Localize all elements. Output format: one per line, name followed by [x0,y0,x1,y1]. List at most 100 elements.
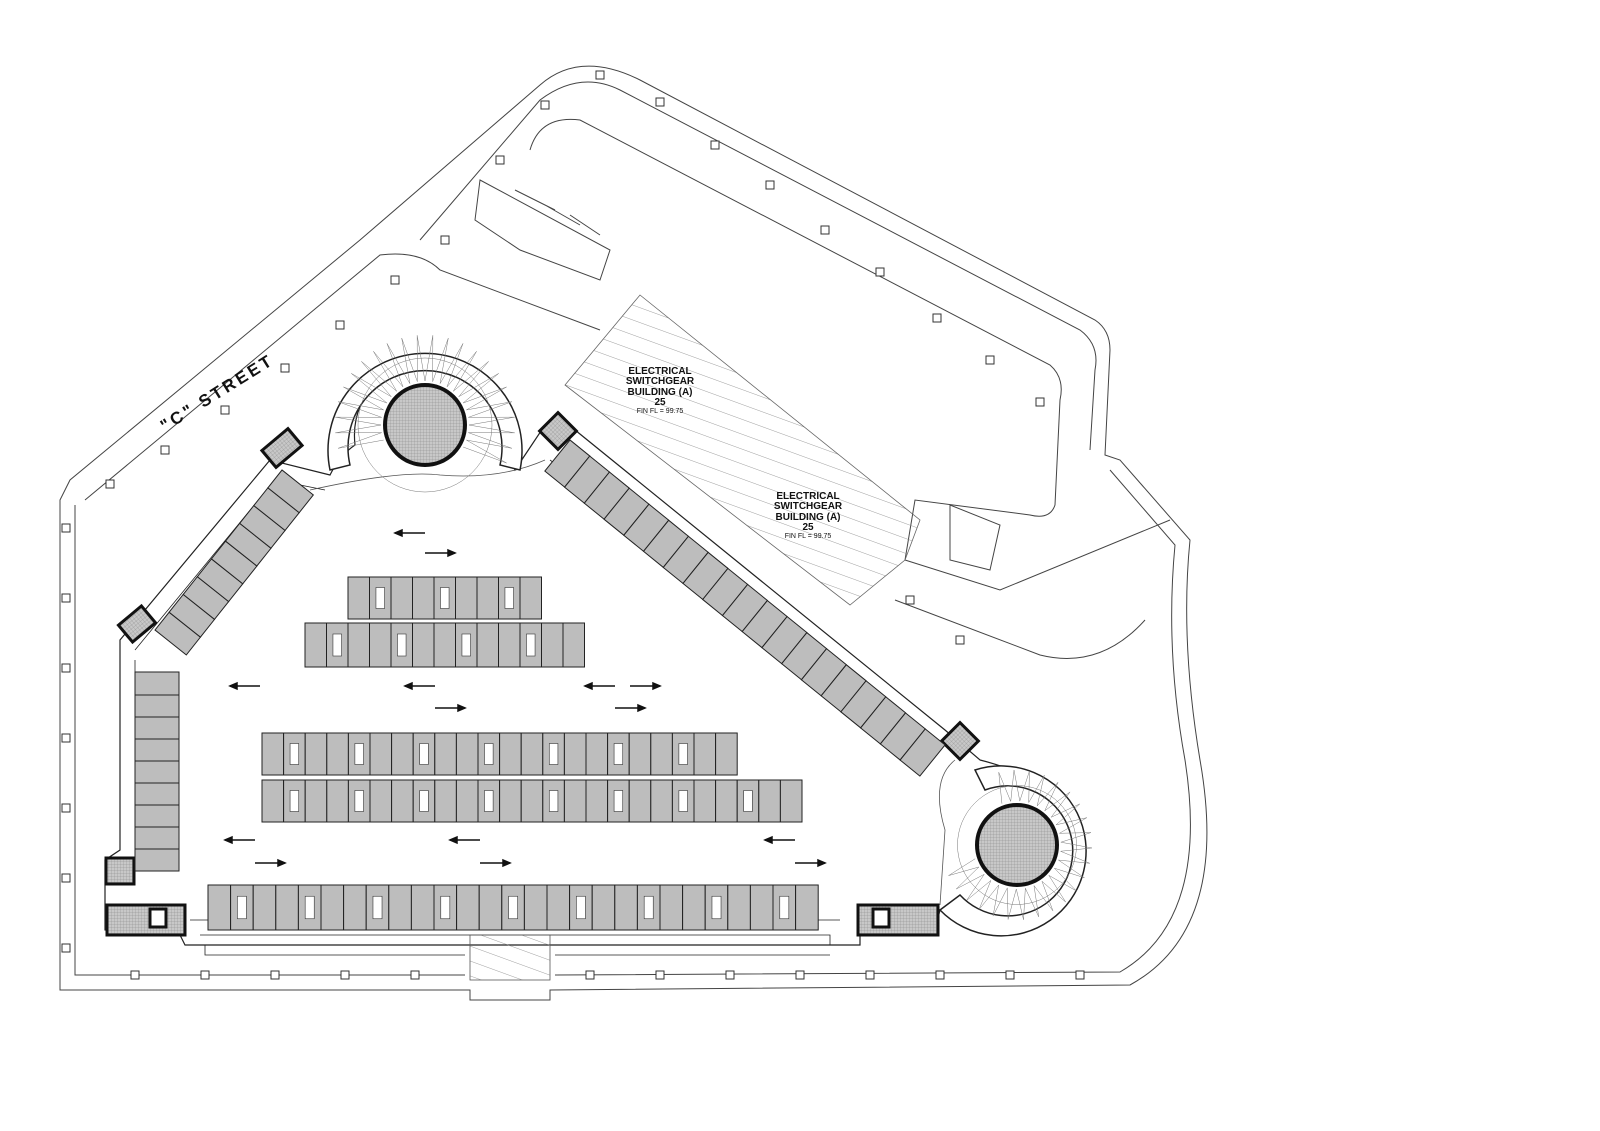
boundary-marker [280,363,290,373]
arrow-head-icon [637,703,647,713]
parking-stall [758,779,781,823]
car-icon [484,790,494,812]
parking-stall [749,884,774,931]
parking-stall [520,732,544,776]
boundary-marker [390,275,400,285]
label-number: 25 [654,397,666,408]
parking-stall [343,884,367,931]
car-icon [289,743,300,765]
label-line: SWITCHGEAR [626,376,695,387]
parking-stall [410,884,435,931]
parking-stall [591,884,616,931]
boundary-marker [585,970,595,980]
building-label-1: ELECTRICAL SWITCHGEAR BUILDING (A) 25 FI… [626,366,695,415]
parking-stall [727,884,751,931]
boundary-marker [61,663,71,673]
parking-stall [326,732,349,776]
car-icon [548,790,559,812]
arrow-head-icon [763,835,773,845]
parking-stall [347,622,370,668]
boundary-markers [61,70,1085,980]
boundary-marker [875,267,885,277]
parking-stall [541,622,564,668]
boundary-marker [725,970,735,980]
boundary-marker [935,970,945,980]
car-icon [743,790,753,812]
boundary-marker [200,970,210,980]
boundary-marker [61,803,71,813]
parking-stall [563,779,587,823]
boundary-marker [595,70,605,80]
ramp-curb [309,459,956,906]
arrow-head-icon [457,703,467,713]
parking-stall [478,884,503,931]
parking-stall [563,732,587,776]
car-icon [461,633,471,657]
parking-stall [134,716,180,740]
car-icon [613,790,624,812]
car-icon [613,743,624,765]
boundary-marker [1005,970,1015,980]
boundary-marker [1075,970,1085,980]
parking-stall [347,576,370,620]
helix-ramp-north [327,335,523,493]
parking-stall [261,779,285,823]
parking-stall [388,884,412,931]
parking-stall [134,738,180,762]
parking-stall [134,804,180,828]
parking-stall [391,732,414,776]
boundary-marker [865,970,875,980]
parking-stall [326,779,349,823]
car-icon [397,633,407,657]
diagonal-stall-row [154,469,315,656]
car-icon [484,743,494,765]
boundary-marker [105,479,115,489]
parking-stall [134,694,180,718]
parking-stall [650,732,673,776]
parking-stall [476,576,499,620]
parking-stall [369,779,393,823]
boundary-marker [410,970,420,980]
parking-stall [390,576,413,620]
boundary-marker [540,100,550,110]
parking-stall [261,732,285,776]
parking-stall [267,469,315,514]
parking-stall [304,622,327,668]
arrow-head-icon [583,681,593,691]
car-icon [372,895,383,920]
parking-stall [520,779,544,823]
parking-stall [795,884,819,931]
parking-stall [715,732,738,776]
car-icon [526,633,536,657]
boundary-marker [905,595,915,605]
label-line: ELECTRICAL [776,491,839,502]
boundary-marker [710,140,720,150]
parking-stall [523,884,548,931]
traffic-arrows [223,528,827,868]
boundary-marker [955,635,965,645]
car-icon [711,895,722,920]
label-line: BUILDING (A) [628,387,693,398]
parking-stall [650,779,673,823]
parking-stall [391,779,414,823]
car-icon [643,895,654,920]
arrow-head-icon [228,681,238,691]
arrow-head-icon [502,858,512,868]
label-line: BUILDING (A) [776,512,841,523]
label-floor-level: FIN FL = 99.75 [785,533,832,540]
arrow-head-icon [277,858,287,868]
parking-stall [585,779,609,823]
arrow-head-icon [448,835,458,845]
parking-stall [614,884,638,931]
boundary-marker [220,405,230,415]
boundary-marker [160,445,170,455]
parking-stall [682,884,706,931]
car-icon [304,895,315,920]
boundary-marker [340,970,350,980]
parking-stalls [134,439,946,931]
ramp-truss [948,770,1092,920]
parking-stall [499,732,522,776]
boundary-marker [270,970,280,980]
car-icon [332,633,342,657]
parking-stall [455,576,478,620]
